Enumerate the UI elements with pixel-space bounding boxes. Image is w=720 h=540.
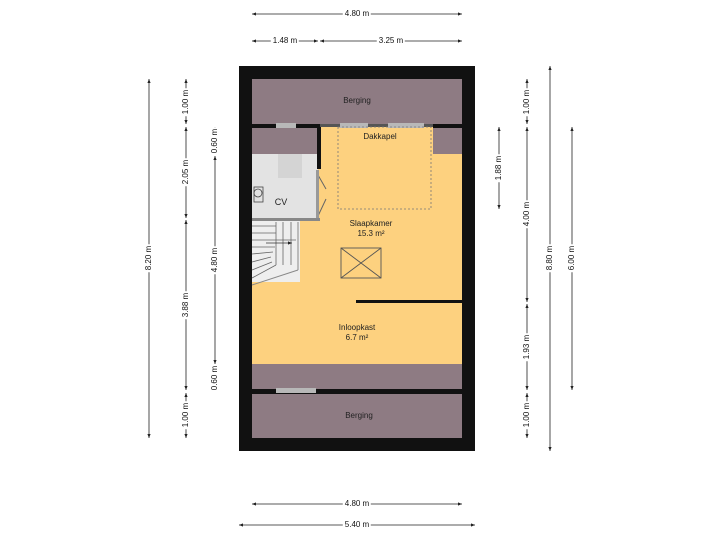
room-label-slaapkamer: Slaapkamer — [349, 219, 393, 228]
stair-edge — [251, 269, 299, 286]
inner-wall-top-right — [433, 124, 462, 128]
berging-bottom-area — [252, 394, 462, 438]
room-label-dakkapel: Dakkapel — [363, 132, 397, 141]
dim-bottom-outer: 5.40 m — [342, 520, 372, 530]
window-bottom — [276, 388, 316, 393]
room-label-cv: CV — [274, 197, 288, 207]
dim-right-seg-3: 1.93 m — [522, 332, 532, 362]
dim-left-inner-3: 0.60 m — [210, 363, 220, 393]
window-top-1 — [276, 123, 296, 128]
dim-top-right: 3.25 m — [376, 36, 406, 46]
dim-right-seg-1: 1.00 m — [522, 87, 532, 117]
inner-wall-top-mid — [320, 124, 433, 127]
room-area-slaapkamer: 15.3 m² — [357, 229, 385, 238]
dim-bottom-inner: 4.80 m — [342, 499, 372, 509]
stairs — [251, 222, 296, 279]
window-top-3 — [388, 123, 424, 128]
dim-right-seg-2: 4.00 m — [522, 199, 532, 229]
dim-left-inner-2: 4.80 m — [210, 245, 220, 275]
dim-top-total: 4.80 m — [342, 9, 372, 19]
dim-top-left: 1.48 m — [270, 36, 300, 46]
cv-door — [317, 174, 327, 217]
room-area-inloopkast: 6.7 m² — [345, 333, 369, 342]
dakkapel-outline — [337, 126, 432, 210]
room-label-inloopkast: Inloopkast — [338, 323, 376, 332]
dim-right-dakkapel: 1.88 m — [494, 153, 504, 183]
skylight — [340, 247, 382, 279]
dim-left-inner-1: 0.60 m — [210, 126, 220, 156]
dim-left-outer: 8.20 m — [144, 243, 154, 273]
cv-door-frame — [316, 170, 319, 218]
dim-left-seg-3: 3.88 m — [181, 290, 191, 320]
low-ceiling-strip-bottom — [252, 364, 462, 390]
room-label-berging-bottom: Berging — [345, 411, 373, 420]
dim-right-seg-4: 1.00 m — [522, 400, 532, 430]
cv-wall-bottom — [252, 218, 320, 221]
cv-chimney — [278, 154, 302, 178]
room-label-berging-top: Berging — [343, 96, 371, 105]
inloopkast-wall — [356, 300, 462, 303]
dim-left-seg-2: 2.05 m — [181, 157, 191, 187]
dim-right-total: 8.80 m — [545, 243, 555, 273]
dim-right-inner: 6.00 m — [567, 243, 577, 273]
cv-unit — [253, 186, 264, 203]
cv-wall — [317, 127, 321, 169]
berging-top-area — [252, 79, 462, 124]
dakkapel-floor — [320, 127, 433, 154]
inner-wall-bottom — [252, 389, 462, 393]
dim-left-seg-4: 1.00 m — [181, 400, 191, 430]
window-top-2 — [340, 123, 368, 128]
dim-left-seg-1: 1.00 m — [181, 87, 191, 117]
